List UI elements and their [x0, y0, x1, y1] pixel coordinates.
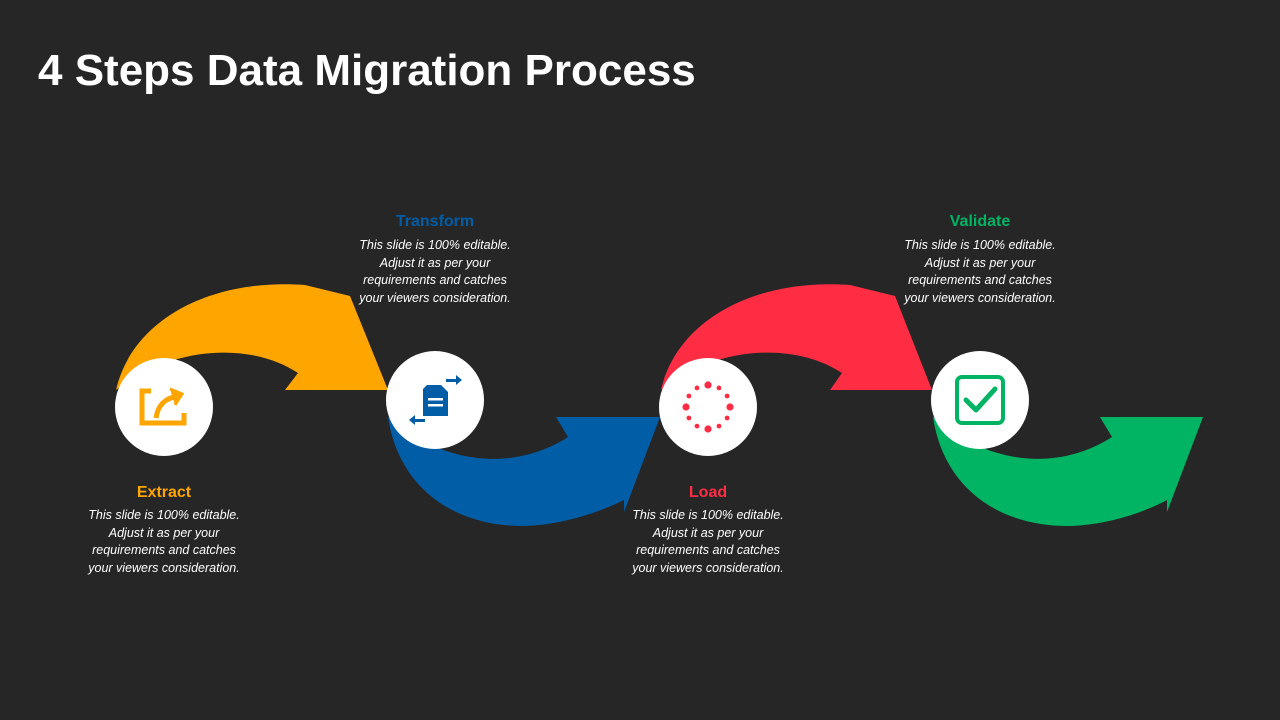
load-heading: Load [688, 484, 728, 501]
document-transfer-icon [409, 375, 462, 425]
extract-description: This slide is 100% editable. Adjust it a… [88, 508, 240, 575]
loading-spinner-icon [682, 381, 734, 433]
validate-arrow [933, 417, 1203, 526]
slide-title: 4 Steps Data Migration Process [38, 46, 696, 95]
transform-arrow [388, 417, 660, 526]
checkbox-check-icon [955, 375, 1005, 425]
load-node [659, 358, 757, 456]
validate-node [931, 351, 1029, 449]
extract-node [115, 358, 213, 456]
load-description: This slide is 100% editable. Adjust it a… [632, 508, 784, 575]
extract-arrow [116, 284, 388, 390]
validate-heading: Validate [949, 213, 1011, 230]
transform-heading: Transform [395, 213, 475, 230]
export-icon [139, 387, 187, 426]
extract-heading: Extract [136, 484, 192, 501]
transform-description: This slide is 100% editable. Adjust it a… [359, 238, 511, 305]
load-arrow [661, 284, 932, 390]
validate-description: This slide is 100% editable. Adjust it a… [904, 238, 1056, 305]
